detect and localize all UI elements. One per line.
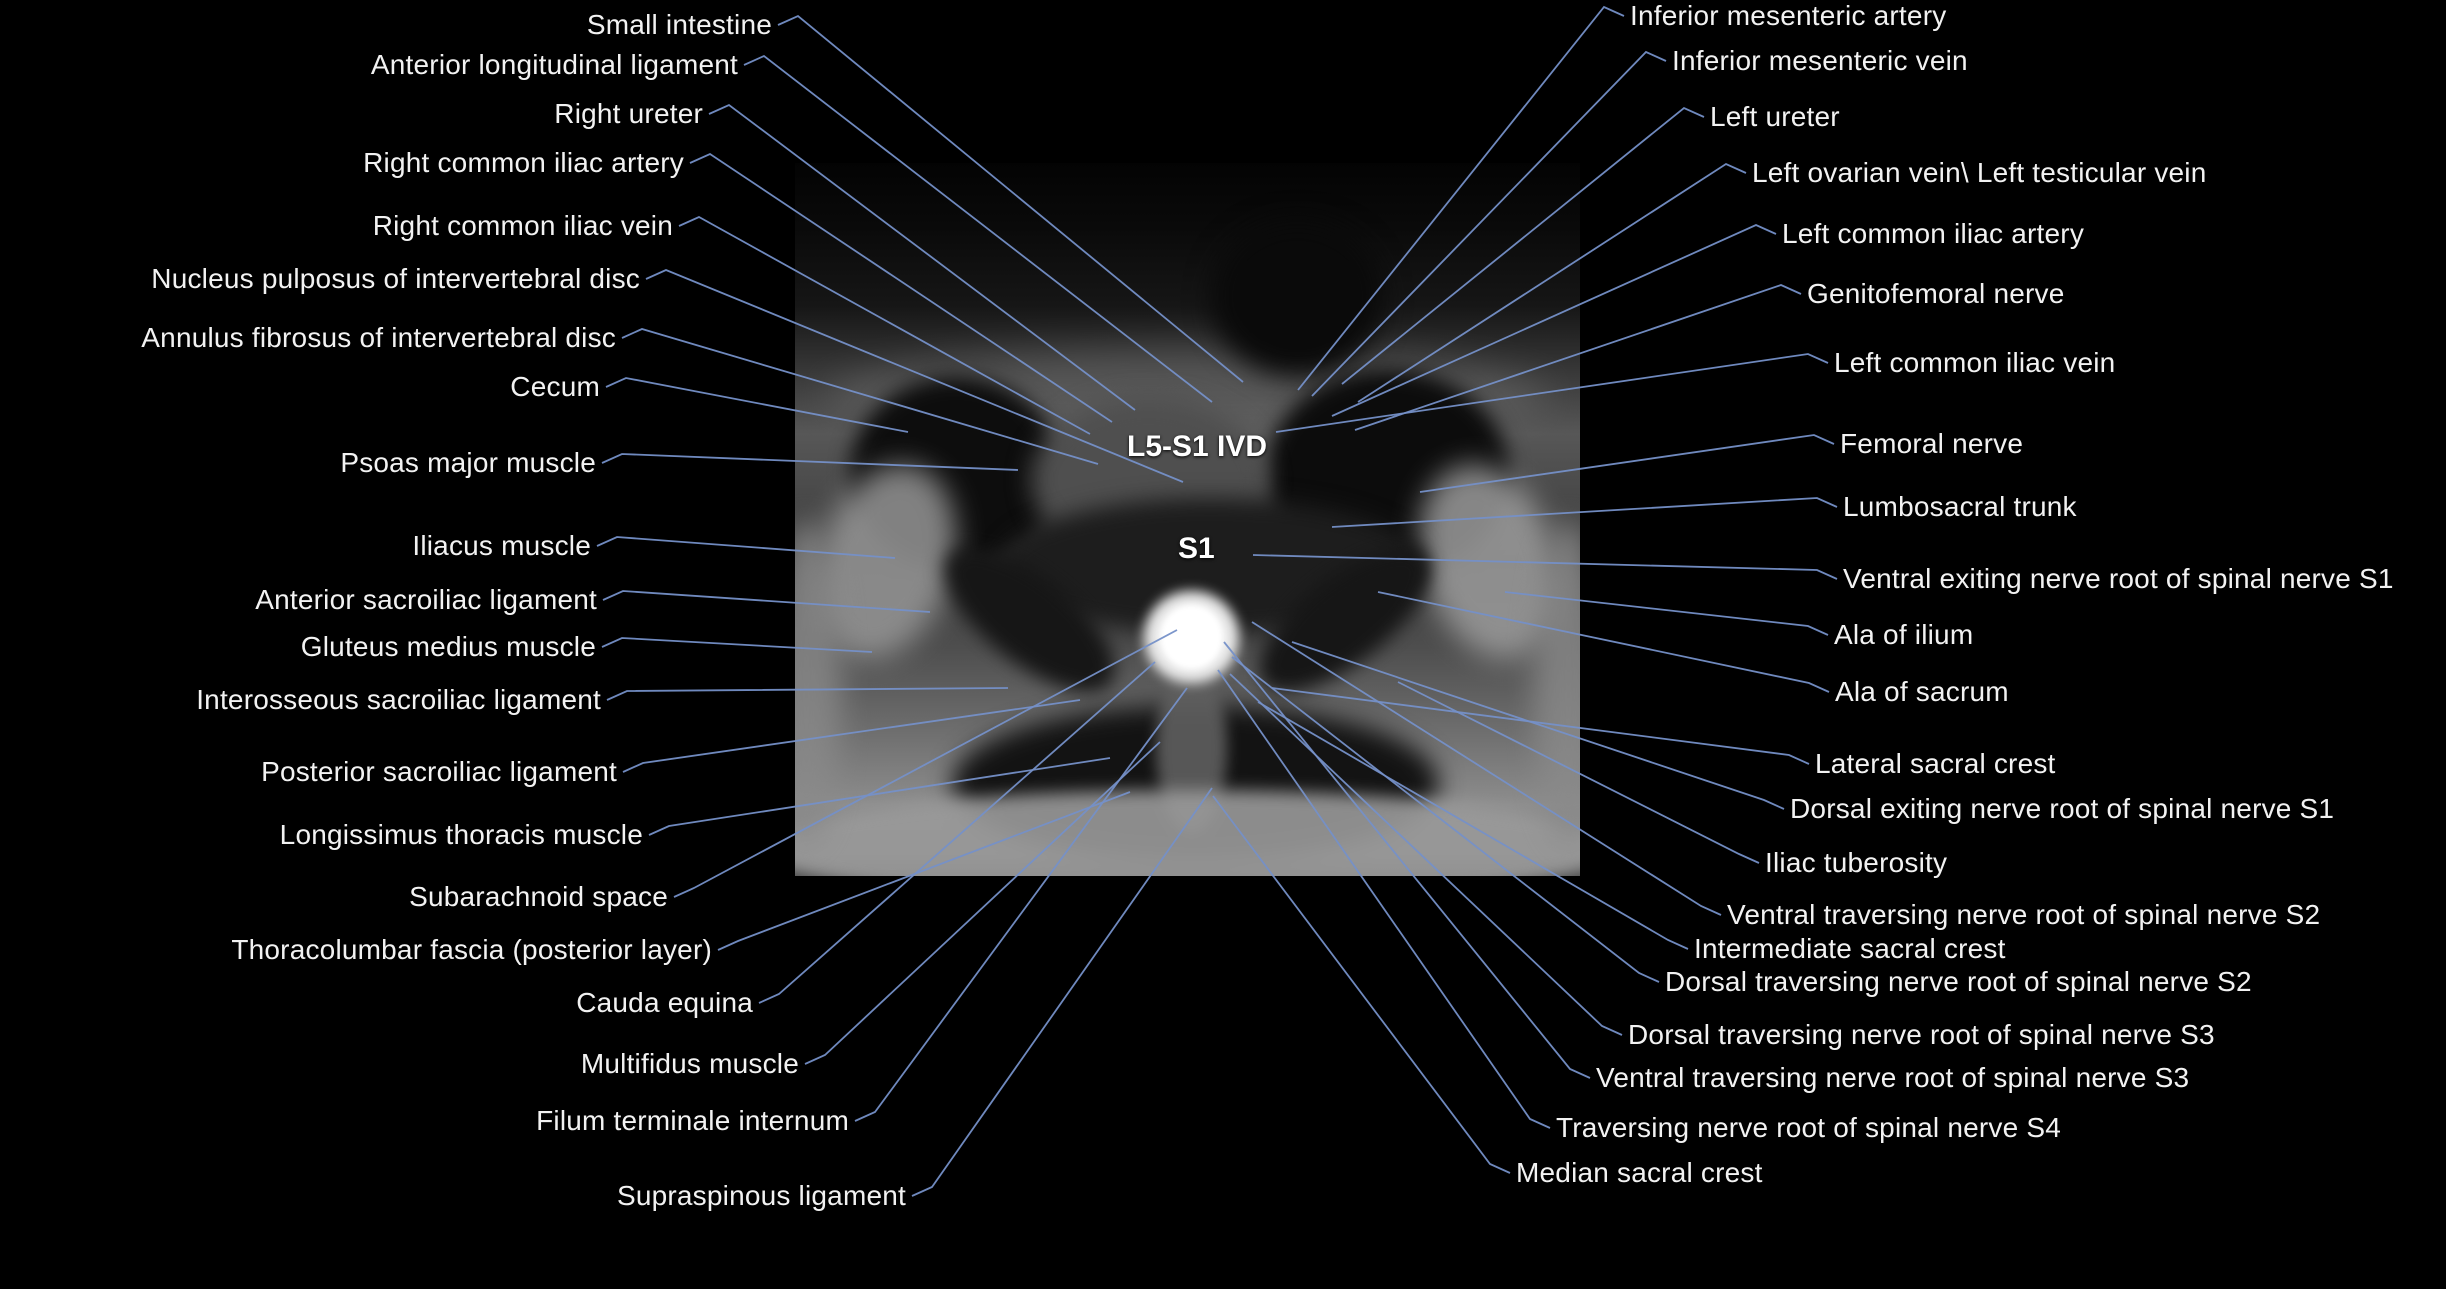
- anatomy-label[interactable]: Supraspinous ligament: [616, 1180, 906, 1211]
- anatomy-label[interactable]: Intermediate sacral crest: [1694, 933, 2006, 964]
- anatomy-label[interactable]: Longissimus thoracis muscle: [279, 819, 643, 850]
- mri-annotation-text: L5-S1 IVD: [1127, 430, 1268, 463]
- anatomy-label[interactable]: Iliac tuberosity: [1765, 847, 1948, 878]
- anatomy-label[interactable]: Small intestine: [586, 9, 772, 40]
- anatomy-label[interactable]: Inferior mesenteric vein: [1672, 45, 1968, 76]
- mri-shade-bowel-upper-right: [1211, 220, 1384, 377]
- anatomy-label[interactable]: Left ureter: [1710, 101, 1840, 132]
- anatomy-label[interactable]: Subarachnoid space: [409, 881, 668, 912]
- anatomy-label[interactable]: Left common iliac vein: [1834, 347, 2116, 378]
- anatomy-label[interactable]: Ala of sacrum: [1835, 676, 2009, 707]
- anatomy-label[interactable]: Dorsal traversing nerve root of spinal n…: [1665, 966, 2252, 997]
- anatomy-label[interactable]: Multifidus muscle: [580, 1048, 799, 1079]
- anatomy-label[interactable]: Anterior longitudinal ligament: [370, 49, 738, 80]
- anatomy-label[interactable]: Median sacral crest: [1516, 1157, 1763, 1188]
- anatomy-label[interactable]: Inferior mesenteric artery: [1630, 0, 1947, 31]
- anatomy-label[interactable]: Right common iliac vein: [372, 210, 673, 241]
- anatomy-label[interactable]: Dorsal exiting nerve root of spinal nerv…: [1790, 793, 2335, 824]
- anatomy-label[interactable]: Left ovarian vein\ Left testicular vein: [1752, 157, 2207, 188]
- anatomy-label[interactable]: Gluteus medius muscle: [300, 631, 596, 662]
- anatomy-label[interactable]: Psoas major muscle: [340, 447, 596, 478]
- anatomy-label[interactable]: Lateral sacral crest: [1815, 748, 2056, 779]
- anatomy-label[interactable]: Anterior sacroiliac ligament: [255, 584, 597, 615]
- anatomy-label[interactable]: Cauda equina: [576, 987, 753, 1018]
- anatomy-label[interactable]: Ventral traversing nerve root of spinal …: [1727, 899, 2321, 930]
- anatomy-label[interactable]: Ala of ilium: [1834, 619, 1974, 650]
- anatomy-label[interactable]: Dorsal traversing nerve root of spinal n…: [1628, 1019, 2215, 1050]
- mri-shade-sacral-canal-core: [1160, 605, 1223, 670]
- anatomy-label[interactable]: Posterior sacroiliac ligament: [261, 756, 617, 787]
- anatomy-label[interactable]: Genitofemoral nerve: [1807, 278, 2065, 309]
- anatomy-label[interactable]: Femoral nerve: [1840, 428, 2024, 459]
- anatomy-label[interactable]: Nucleus pulposus of intervertebral disc: [151, 263, 640, 294]
- mri-axial-image: [795, 163, 1580, 876]
- anatomy-label[interactable]: Lumbosacral trunk: [1843, 491, 2077, 522]
- anatomy-label[interactable]: Left common iliac artery: [1782, 218, 2085, 249]
- mri-shade-subcutaneous-fat: [795, 790, 1580, 876]
- anatomy-label[interactable]: Interosseous sacroiliac ligament: [196, 684, 601, 715]
- anatomy-label[interactable]: Cecum: [510, 371, 600, 402]
- anatomy-label[interactable]: Iliacus muscle: [412, 530, 591, 561]
- anatomy-label[interactable]: Annulus fibrosus of intervertebral disc: [141, 322, 616, 353]
- anatomy-label[interactable]: Right common iliac artery: [363, 147, 684, 178]
- anatomy-label[interactable]: Ventral exiting nerve root of spinal ner…: [1843, 563, 2394, 594]
- anatomy-label[interactable]: Filum terminale internum: [536, 1105, 849, 1136]
- anatomy-label[interactable]: Ventral traversing nerve root of spinal …: [1596, 1062, 2190, 1093]
- anatomy-label[interactable]: Right ureter: [554, 98, 703, 129]
- anatomy-label[interactable]: Thoracolumbar fascia (posterior layer): [231, 934, 712, 965]
- mri-annotation-text: S1: [1178, 532, 1215, 565]
- anatomy-label[interactable]: Traversing nerve root of spinal nerve S4: [1556, 1112, 2061, 1143]
